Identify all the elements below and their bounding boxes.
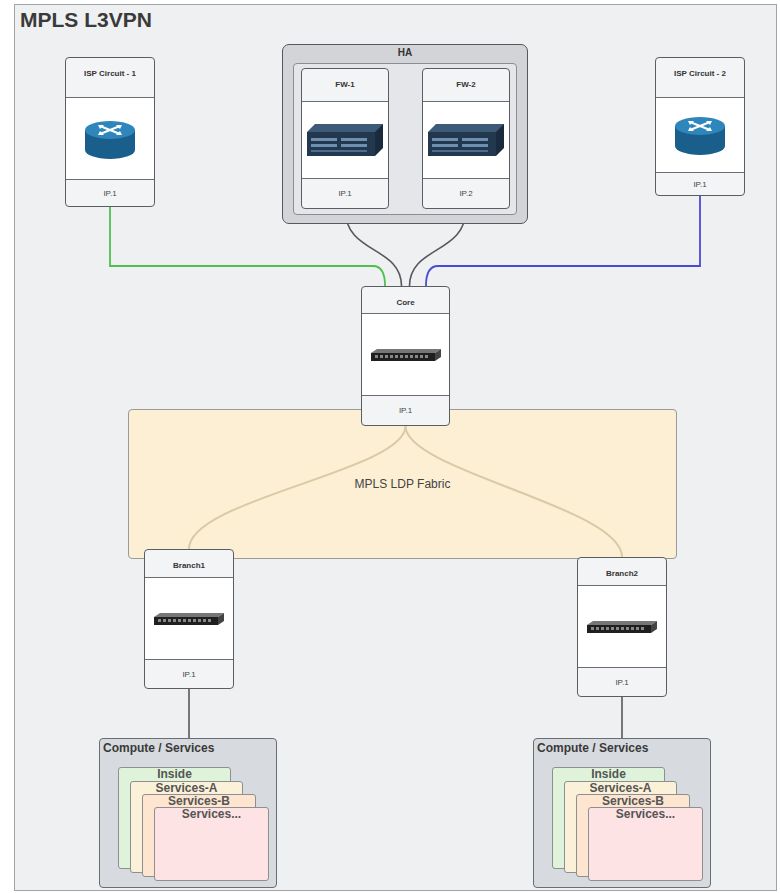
connector: [622, 697, 623, 738]
device-footer: IP.1: [66, 180, 154, 206]
device-footer: IP.2: [423, 179, 509, 208]
ip-label: IP.1: [615, 678, 628, 687]
service-label: Services...: [589, 808, 702, 821]
device-name: ISP Circuit - 1: [84, 69, 136, 78]
switch-icon: [152, 609, 226, 629]
device-name: FW-2: [456, 80, 475, 89]
ip-label: IP.1: [693, 180, 706, 189]
device-name: FW-1: [335, 80, 354, 89]
ip-label: IP.1: [399, 406, 412, 415]
diagram-title: MPLS L3VPN: [20, 8, 152, 32]
group-label: Compute / Services: [537, 741, 648, 755]
ip-label: IP.1: [338, 189, 351, 198]
compute-group: Compute / ServicesInsideServices-AServic…: [99, 738, 277, 888]
ip-label: IP.1: [103, 189, 116, 198]
device-icon-panel: [656, 97, 744, 173]
device-icon-panel: [66, 97, 154, 180]
router-icon: [80, 114, 140, 164]
device-name: Branch1: [173, 561, 205, 570]
device-header: ISP Circuit - 2: [656, 58, 744, 97]
device-icon-panel: [423, 101, 509, 179]
device-name: ISP Circuit - 2: [674, 69, 726, 78]
device-footer: IP.1: [578, 668, 666, 696]
device-box: ISP Circuit - 2 IP.1: [655, 57, 745, 196]
device-header: Core: [362, 287, 449, 313]
switch-icon: [369, 345, 443, 365]
device-box: FW-2IP.2: [422, 68, 510, 209]
router-icon: [670, 110, 730, 160]
service-label: Services...: [155, 808, 268, 821]
service-card: Services...: [154, 807, 269, 881]
group-label: Compute / Services: [103, 741, 214, 755]
connector: [189, 689, 190, 738]
ha-group: HA FW-1IP.1 FW-2IP.2: [282, 44, 528, 224]
ip-label: IP.1: [182, 670, 195, 679]
device-header: FW-1: [302, 69, 388, 101]
fabric-label: MPLS LDP Fabric: [352, 477, 454, 491]
group-label: HA: [283, 47, 527, 58]
device-box: Branch2IP.1: [577, 557, 667, 697]
service-card: Services...: [588, 807, 703, 881]
device-icon-panel: [302, 101, 388, 179]
device-box: FW-1IP.1: [301, 68, 389, 209]
device-icon-panel: [578, 585, 666, 668]
device-name: Core: [396, 298, 414, 307]
device-footer: IP.1: [302, 179, 388, 208]
switch-icon: [585, 617, 659, 637]
mpls-fabric-band: MPLS LDP Fabric: [128, 409, 677, 559]
device-icon-panel: [145, 577, 233, 660]
device-header: Branch1: [145, 550, 233, 577]
device-header: Branch2: [578, 558, 666, 585]
device-name: Branch2: [606, 569, 638, 578]
device-box: CoreIP.1: [361, 286, 450, 426]
ip-label: IP.2: [459, 189, 472, 198]
device-icon-panel: [362, 313, 449, 396]
compute-group: Compute / ServicesInsideServices-AServic…: [533, 738, 711, 888]
service-label: Inside: [553, 768, 664, 781]
fw-icon: [424, 120, 508, 160]
device-box: Branch1IP.1: [144, 549, 234, 689]
device-footer: IP.1: [656, 173, 744, 195]
device-header: ISP Circuit - 1: [66, 58, 154, 97]
device-footer: IP.1: [362, 396, 449, 425]
device-footer: IP.1: [145, 660, 233, 688]
fw-icon: [303, 120, 387, 160]
device-box: ISP Circuit - 1 IP.1: [65, 57, 155, 207]
service-label: Inside: [119, 768, 230, 781]
device-header: FW-2: [423, 69, 509, 101]
